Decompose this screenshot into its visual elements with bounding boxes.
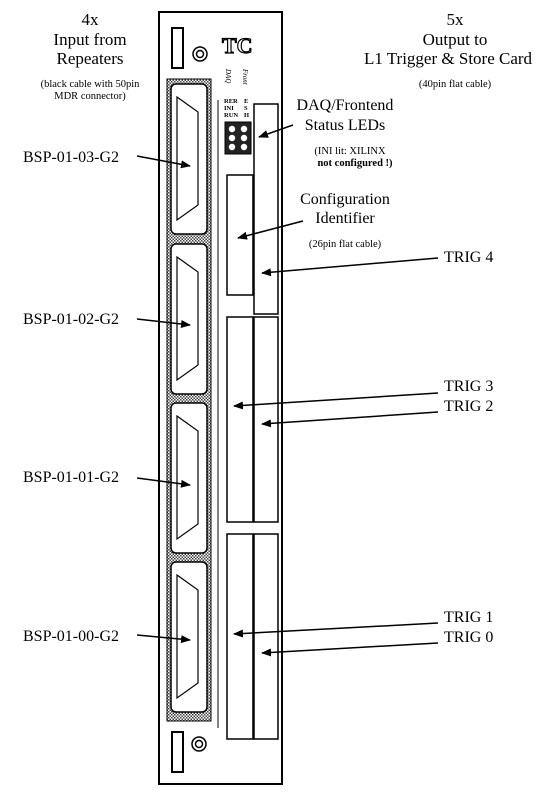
config-title-1: Configuration (300, 191, 390, 208)
right-header-line3: L1 Trigger & Store Card (363, 49, 533, 68)
top-handle-slot (171, 27, 184, 69)
arrow-input-1 (136, 477, 191, 488)
output-connector-1 (226, 533, 254, 740)
output-label-trig-1: TRIG 1 (444, 609, 494, 626)
status-leds-title-1: DAQ/Frontend (296, 97, 394, 114)
output-label-trig-4: TRIG 4 (444, 249, 494, 266)
led-label-ini: INI (224, 105, 234, 112)
arrow-config (237, 220, 304, 240)
left-note-line1: (black cable with 50pin (40, 79, 140, 90)
left-header-line2: Input from (53, 30, 127, 49)
status-leds-note-1: (INI lit: XILINX (314, 146, 386, 157)
output-label-trig-0: TRIG 0 (444, 629, 494, 646)
input-connector-3 (170, 83, 208, 235)
input-connector-0 (170, 561, 208, 713)
bottom-screw-icon (191, 736, 207, 752)
right-note: (40pin flat cable) (418, 79, 492, 90)
left-note-line2: MDR connector) (54, 91, 126, 102)
arrow-input-0 (136, 634, 191, 644)
output-connector-3 (226, 316, 254, 523)
led-label-s: S (244, 105, 248, 112)
input-label-2: BSP-01-02-G2 (23, 311, 120, 328)
output-label-trig-2: TRIG 2 (444, 398, 494, 415)
output-connector-2 (253, 316, 279, 523)
output-connector-4 (253, 103, 279, 315)
arrow-trig-3 (233, 392, 439, 410)
left-header-count: 4x (81, 10, 99, 29)
output-connector-0 (253, 533, 279, 740)
config-title-2: Identifier (315, 210, 375, 227)
arrow-trig-1 (233, 622, 439, 638)
led-label-e: E (244, 98, 249, 105)
input-connector-column (166, 78, 212, 722)
config-note: (26pin flat cable) (308, 239, 382, 250)
output-label-trig-3: TRIG 3 (444, 378, 494, 395)
arrow-input-2 (136, 318, 191, 328)
arrow-trig-2 (261, 411, 439, 428)
bottom-handle-slot (171, 731, 184, 773)
top-screw-icon (192, 46, 208, 62)
status-leds-title-2: Status LEDs (304, 117, 386, 134)
led-label-rer: RER (224, 98, 238, 105)
input-label-1: BSP-01-01-G2 (23, 469, 120, 486)
status-leds-note-2: not configured !) (317, 158, 393, 169)
right-header-count: 5x (446, 10, 464, 29)
arrow-trig-4 (261, 257, 439, 277)
input-connector-2 (170, 243, 208, 395)
right-header-line2: Output to (422, 30, 488, 49)
led-label-h: H (244, 112, 250, 119)
label-front: Front (241, 68, 249, 86)
input-connector-1 (170, 402, 208, 554)
input-label-3: BSP-01-03-G2 (23, 149, 120, 166)
left-header-line3: Repeaters (56, 49, 124, 68)
input-label-0: BSP-01-00-G2 (23, 628, 120, 645)
arrow-trig-0 (261, 642, 439, 657)
arrow-input-3 (136, 155, 191, 169)
led-label-run: RUN (224, 112, 239, 119)
status-led-block (224, 121, 252, 155)
arrow-status-leds (258, 124, 294, 138)
label-daq: DAQ (224, 68, 232, 83)
card-logo: TC (222, 33, 253, 58)
